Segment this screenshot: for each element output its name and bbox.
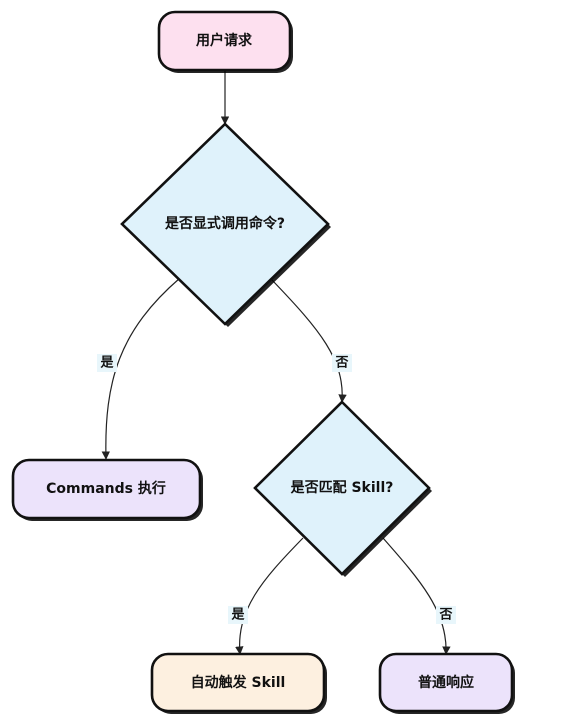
node-label: 是否匹配 Skill?	[291, 480, 394, 496]
node-auto-trigger-skill: 自动触发 Skill	[150, 652, 327, 714]
edge-explicit-yes	[101, 277, 181, 460]
node-decision-skill-match: 是否匹配 Skill?	[253, 400, 432, 577]
edge-label-text: 否	[438, 608, 452, 623]
edge-label-text: 是	[99, 356, 114, 371]
node-normal-response: 普通响应	[378, 652, 515, 714]
edge-label-explicit-yes: 是	[97, 354, 117, 372]
node-commands-exec: Commands 执行	[11, 458, 203, 521]
node-user-request: 用户请求	[157, 10, 293, 73]
edge-label-text: 是	[230, 608, 245, 623]
node-label: 自动触发 Skill	[191, 674, 286, 691]
node-label: 用户请求	[196, 32, 253, 49]
edge-label-text: 否	[334, 356, 348, 371]
node-label: 普通响应	[418, 674, 474, 691]
edge-label-skill-no: 否	[436, 606, 456, 624]
edge-label-explicit-no: 否	[332, 354, 352, 372]
edge-label-skill-yes: 是	[228, 606, 248, 624]
edge-explicit-no	[271, 279, 347, 403]
edge-skill-yes	[235, 537, 304, 655]
edge-skill-no	[382, 537, 451, 655]
node-label: 是否显式调用命令?	[165, 215, 285, 232]
node-label: Commands 执行	[46, 480, 166, 497]
node-decision-explicit-command: 是否显式调用命令?	[120, 122, 331, 327]
